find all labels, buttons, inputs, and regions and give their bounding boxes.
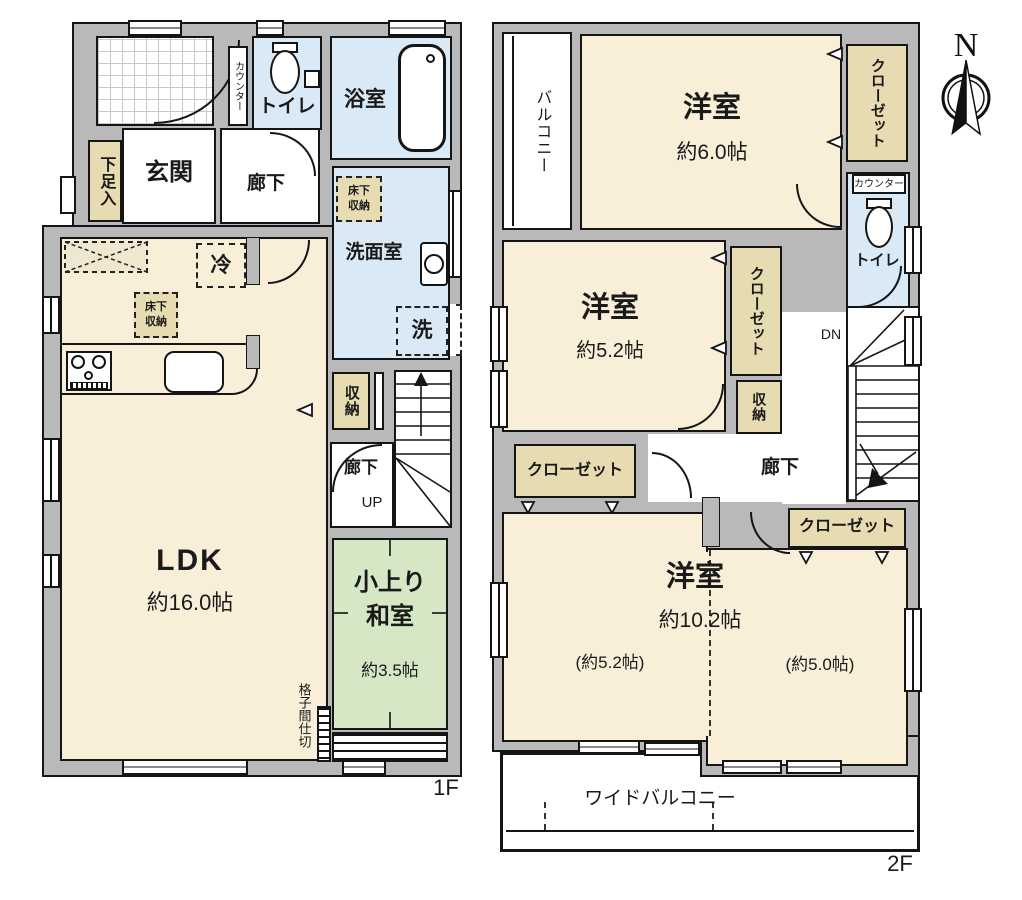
f1-storage xyxy=(332,372,370,430)
f1-left-window-2 xyxy=(42,438,60,502)
f1-bathtub-icon xyxy=(398,44,446,152)
f2-bedroom3-bottom-window-3 xyxy=(722,760,782,774)
f1-laundry-space xyxy=(396,306,448,356)
f2-bedroom2-left-window-1 xyxy=(490,306,508,362)
f1-entrance-door-window xyxy=(128,20,182,36)
f2-stairs-down-arrow-icon xyxy=(868,468,888,488)
f1-tatami-step xyxy=(332,732,448,762)
f1-pantry-hatch-icon xyxy=(64,241,148,273)
f1-meter-box xyxy=(60,176,76,214)
f1-counter xyxy=(228,46,248,126)
f1-shoe-storage xyxy=(88,140,122,222)
f2-bedroom3-join-patch xyxy=(702,552,712,736)
f2-closet-mid-slide-icon-1 xyxy=(710,250,727,266)
f1-underfloor-storage-washroom xyxy=(336,176,382,222)
f2-closet-top-slide-icon-2 xyxy=(826,134,843,150)
f1-underfloor-storage-ldk xyxy=(134,292,178,338)
north-compass-icon: N xyxy=(941,27,991,136)
f1-kitchen-sink-icon xyxy=(164,351,224,393)
f2-bedroom3-right-window xyxy=(904,608,922,692)
f1-sliding-door-icon xyxy=(296,402,313,418)
f1-ldk-room xyxy=(60,237,328,761)
f2-closet-mid xyxy=(730,246,782,376)
f1-left-window-1 xyxy=(42,296,60,334)
f1-kitchen-counter xyxy=(60,343,258,395)
f1-toilet-bowl-icon xyxy=(270,50,300,94)
f2-storage xyxy=(736,380,782,434)
f2-bedroom3-left xyxy=(502,512,708,742)
f2-closet-right xyxy=(788,508,906,548)
f1-stairs-up-arrow-icon xyxy=(414,372,428,386)
f1-wall-stub-kitchen xyxy=(246,335,260,369)
f2-bedroom3-bottom-window-1 xyxy=(578,740,640,754)
f1-tatami-tick-left xyxy=(334,612,348,614)
f1-entrance-room xyxy=(122,128,216,224)
f2-closet-right-slide-icon-1 xyxy=(798,551,814,565)
f1-tatami-tick-top xyxy=(389,540,391,556)
f1-refrigerator-space xyxy=(196,243,246,288)
f2-toilet-bowl-icon xyxy=(865,206,893,248)
f1-washbasin-bowl-icon xyxy=(424,254,444,274)
f1-left-window-3 xyxy=(42,554,60,588)
f2-closet-top xyxy=(846,44,908,162)
f2-closet-top-slide-icon-1 xyxy=(826,46,843,62)
f1-stove-burner-small-icon xyxy=(84,371,93,380)
f1-bath-top-window xyxy=(388,20,446,36)
f1-stove-burner-left-icon xyxy=(71,355,85,369)
f2-floor-label: 2F xyxy=(887,850,913,876)
f2-bedroom3-right xyxy=(706,548,908,766)
f1-stove-burner-right-icon xyxy=(92,355,106,369)
f1-tatami-room xyxy=(332,538,448,730)
f1-tatami-tick-bottom xyxy=(389,712,391,728)
f2-bedroom2-left-window-2 xyxy=(490,370,508,428)
f2-stairs-right-window xyxy=(904,316,922,366)
f1-tatami-tick-right xyxy=(432,612,446,614)
f2-toilet-right-window xyxy=(904,226,922,274)
f1-lattice-icon xyxy=(317,706,331,762)
f2-closet-left-slide-icon-1 xyxy=(520,501,536,515)
f1-stairs xyxy=(394,370,452,528)
f1-bottom-window-1 xyxy=(122,759,248,775)
f1-floor-label: 1F xyxy=(433,774,459,800)
f2-closet-mid-slide-icon-2 xyxy=(710,340,727,356)
f2-closet-right-slide-icon-2 xyxy=(874,551,890,565)
f1-wall-stub-top xyxy=(246,237,260,285)
f2-bedroom3-divider xyxy=(709,550,711,736)
f2-counter xyxy=(852,174,906,194)
f2-balcony-rail xyxy=(512,36,514,226)
f1-storage-door-panel xyxy=(374,372,384,430)
f2-closet-left-slide-icon-2 xyxy=(604,501,620,515)
f2-bedroom3-bottom-window-4 xyxy=(786,760,842,774)
f1-stove-grill-icon xyxy=(70,382,108,389)
f1-bath-faucet-icon xyxy=(426,54,435,63)
f2-closet-left xyxy=(514,444,636,498)
f1-stairs-treads-icon xyxy=(394,372,452,527)
f2-wide-balcony-tick-1 xyxy=(544,802,546,830)
north-label: N xyxy=(954,27,979,64)
f2-wide-balcony-rail xyxy=(506,830,914,832)
f1-toilet-paper-box xyxy=(304,70,320,88)
f2-bedroom3-left-window xyxy=(490,582,508,658)
f2-hall-wall-stub xyxy=(702,497,720,547)
f2-wide-balcony-tick-2 xyxy=(712,802,714,830)
f1-toilet-top-window xyxy=(256,20,284,36)
f2-bedroom3-bottom-window-2 xyxy=(644,742,700,756)
